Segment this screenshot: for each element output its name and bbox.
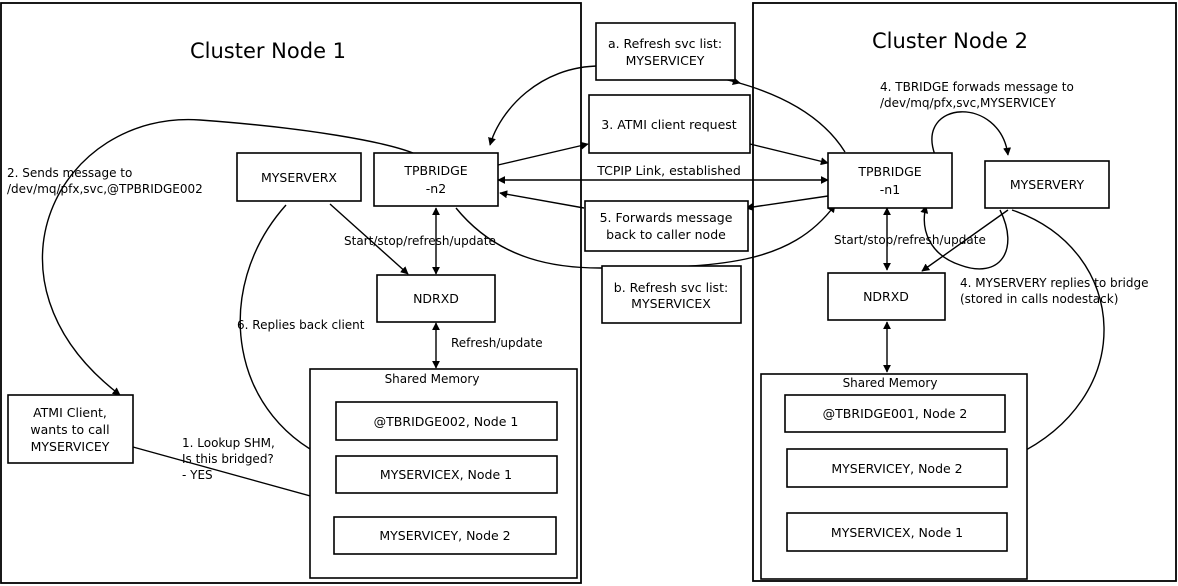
forwards-back-box [584, 200, 749, 252]
refresh-update-label: Refresh/update [451, 336, 543, 350]
sends-message-label-1: 2. Sends message to [7, 166, 132, 180]
refresh-b-box [601, 265, 742, 324]
atmi-request-label: 3. ATMI client request [601, 117, 736, 132]
lookup-label-3: - YES [182, 468, 213, 482]
cluster-node-1-frame [0, 2, 582, 584]
refresh-b-label-1: b. Refresh svc list: [614, 280, 728, 295]
refresh-a-label-1: a. Refresh svc list: [608, 36, 722, 51]
ndrxd-n2-box [827, 272, 946, 321]
lookup-label-1: 1. Lookup SHM, [182, 436, 275, 450]
shm-n2-row-label: MYSERVICEY, Node 2 [831, 461, 962, 476]
tpbridge-n2-label-1: TPBRIDGE [403, 163, 467, 178]
shm-n1-row [335, 401, 558, 441]
forwards-back-label-1: 5. Forwards message [600, 210, 733, 225]
forwards-back-label-2: back to caller node [606, 227, 726, 242]
shm-n2-row-label: MYSERVICEX, Node 1 [831, 525, 963, 540]
tpbridge-n1-box [827, 152, 953, 209]
ndrxd-n1-label: NDRXD [413, 291, 459, 306]
myservery-replies-loop [920, 205, 1009, 270]
myservery-replies-label-1: 4. MYSERVERY replies to bridge [960, 276, 1148, 290]
cluster-node-2-title: Cluster Node 2 [872, 29, 1028, 53]
shm-n1-row-label: @TBRIDGE002, Node 1 [374, 414, 519, 429]
tpbridge-n2-label-2: -n2 [426, 181, 446, 196]
myservery-shm-arc [1009, 209, 1105, 459]
startstop-label-n1: Start/stop/refresh/update [344, 234, 496, 248]
sends-message-label-2: /dev/mq/pfx,svc,@TPBRIDGE002 [7, 182, 203, 196]
atmi-request-box [588, 94, 751, 154]
tbridge-forwards-loop [931, 111, 1012, 156]
tpbridge-n1-label-2: -n1 [880, 182, 900, 197]
shm-n2-row [786, 512, 1008, 552]
atmi-client-label-3: MYSERVICEY [31, 439, 110, 454]
lookup-label-2: Is this bridged? [182, 452, 274, 466]
myserverx-label: MYSERVERX [261, 170, 337, 185]
replies-client-arc [239, 204, 337, 464]
atmi-client-box [7, 394, 134, 464]
myservery-box [984, 160, 1110, 209]
refresh-a-box [595, 22, 736, 81]
atmi-client-label-1: ATMI Client, [33, 405, 107, 420]
atmi-request-arrow-a [497, 141, 589, 166]
myservery-ndrxd-arrow [921, 209, 1009, 272]
forwards-back-arrow-a [745, 195, 829, 211]
shm-n2-row [786, 448, 1008, 488]
myserverx-ndrxd-arrow [329, 203, 409, 275]
cluster-node-2-frame [752, 2, 1177, 582]
atmi-request-arrow-b [749, 143, 829, 166]
tpbridge-n1-label-1: TPBRIDGE [857, 164, 921, 179]
tpbridge-n2-box [373, 152, 499, 207]
ndrxd-n2-label: NDRXD [863, 289, 909, 304]
shm-n1-title: Shared Memory [385, 372, 480, 386]
shm-n2-row-label: @TBRIDGE001, Node 2 [823, 406, 968, 421]
shm-n1-row-label: MYSERVICEY, Node 2 [379, 528, 510, 543]
myserverx-box [236, 152, 362, 202]
refresh-a-label-2: MYSERVICEY [626, 53, 705, 68]
shm-n1-row [335, 455, 558, 494]
myservery-replies-label-2: (stored in calls nodestack) [960, 292, 1118, 306]
tcpip-link-label: TCPIP Link, established [596, 163, 741, 178]
tbridge-forwards-label-2: /dev/mq/pfx,svc,MYSERVICEY [880, 96, 1056, 110]
myservery-label: MYSERVERY [1010, 177, 1085, 192]
shm-n2-title: Shared Memory [843, 376, 938, 390]
ndrxd-n1-box [376, 274, 496, 323]
refresh-b-label-2: MYSERVICEX [631, 296, 711, 311]
shm-n1-row [333, 516, 557, 555]
tbridge-forwards-label-1: 4. TBRIDGE forwads message to [880, 80, 1074, 94]
replies-client-label: 6. Replies back client [237, 318, 365, 332]
shm-n1-row-label: MYSERVICEX, Node 1 [380, 467, 512, 482]
atmi-client-label-2: wants to call [30, 422, 109, 437]
sends-message-arc [41, 118, 414, 396]
cluster-node-1-title: Cluster Node 1 [190, 39, 346, 63]
startstop-label-n2: Start/stop/refresh/update [834, 233, 986, 247]
shm-n2-row [784, 394, 1006, 433]
forwards-back-arrow-b [499, 190, 585, 209]
